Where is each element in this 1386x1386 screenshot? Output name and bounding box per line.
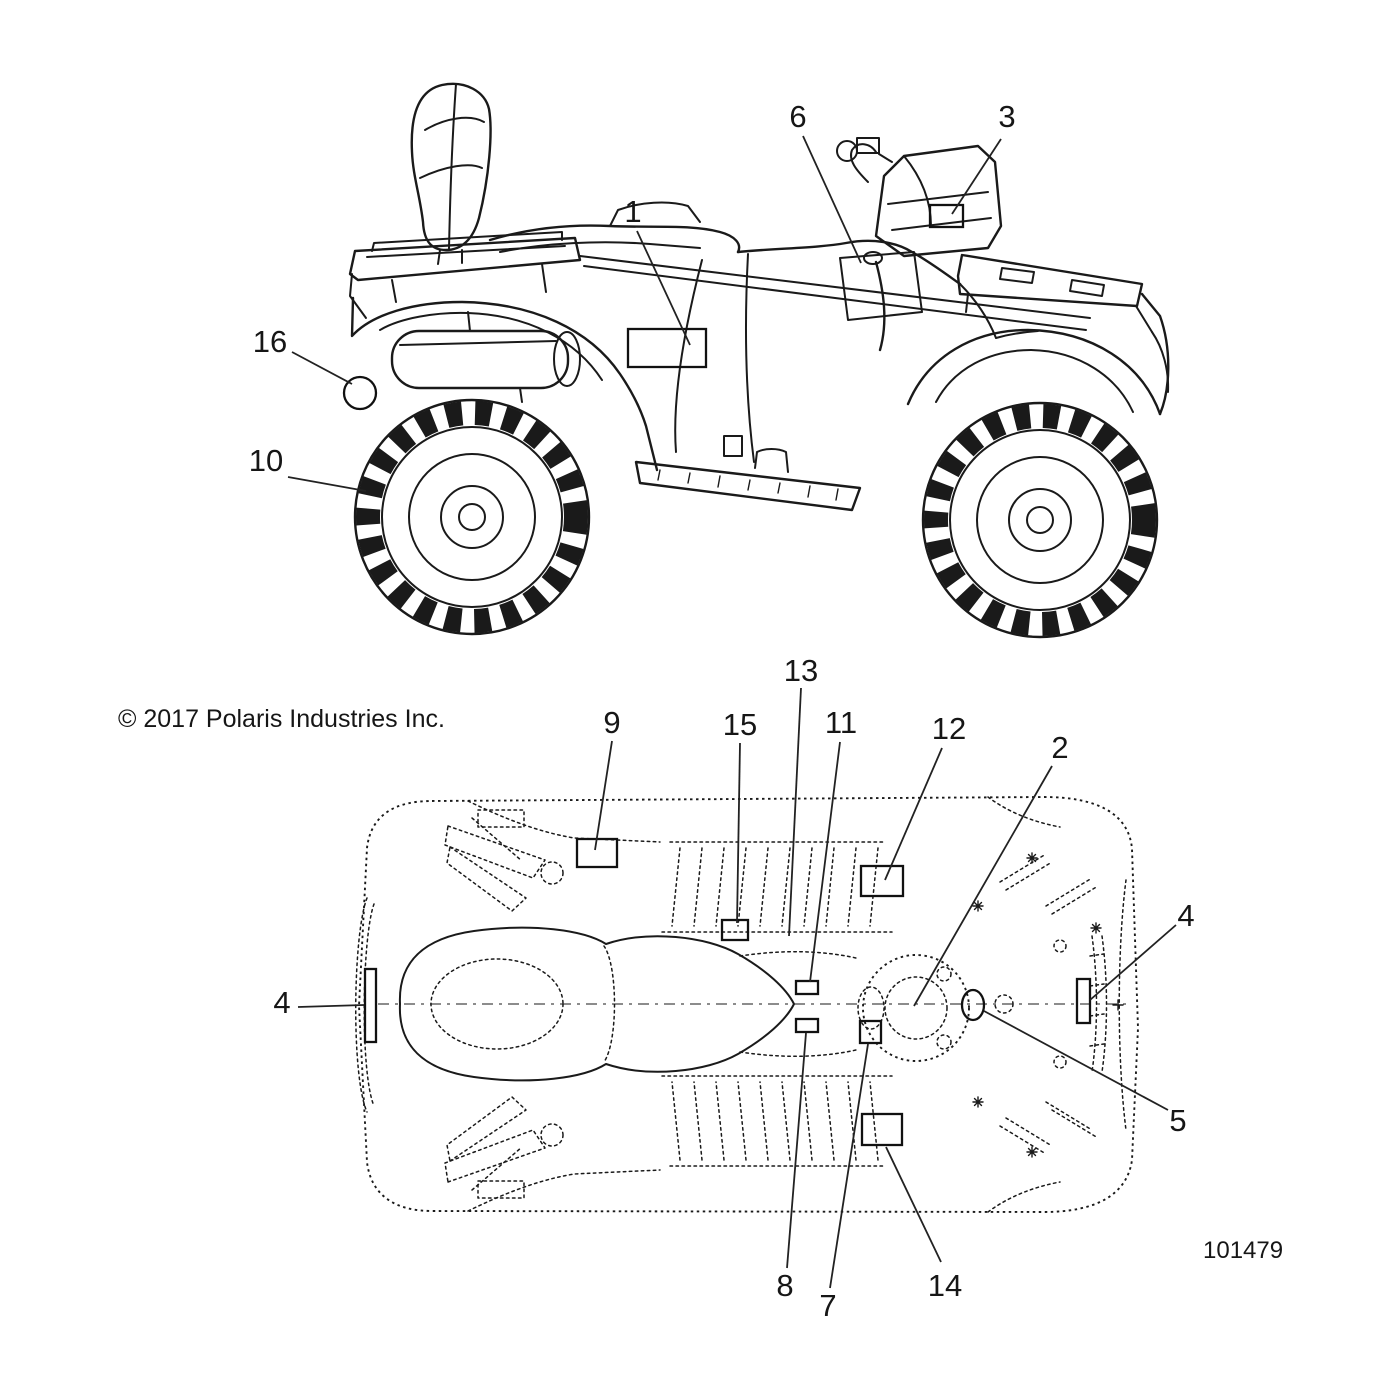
decal-target-3: [928, 203, 965, 229]
leader-line-12: [884, 747, 943, 881]
callout-12: 12: [884, 711, 966, 881]
leader-line-15: [736, 742, 741, 924]
callout-4-right-label: 4: [1177, 898, 1194, 933]
callout-8-label: 8: [776, 1268, 793, 1303]
figure-number: 101479: [1203, 1237, 1283, 1264]
decal-target-15: [720, 918, 750, 942]
footrest-fins-top: [661, 841, 893, 933]
rear-deck-detail: [972, 852, 1124, 1158]
front-fender: [906, 292, 1170, 416]
callout-10: 10: [249, 443, 367, 492]
callout-10-label: 10: [249, 443, 283, 478]
leader-line-9: [594, 740, 613, 851]
rear-wheel: [353, 398, 591, 636]
engine-cluster: [857, 954, 970, 1062]
leader-line-4-left: [297, 1004, 365, 1008]
callout-9: 9: [594, 705, 621, 851]
callout-5-label: 5: [1169, 1103, 1186, 1138]
callout-3: 3: [951, 99, 1016, 215]
callout-6-label: 6: [789, 99, 806, 134]
decal-target-7: [858, 1019, 883, 1045]
callout-14-label: 14: [928, 1268, 962, 1303]
hull-outline: [355, 796, 1139, 1213]
leader-line-13: [788, 687, 802, 937]
callout-16-label: 16: [253, 324, 287, 359]
decal-target-5: [960, 988, 986, 1022]
leader-line-4-right: [1089, 924, 1177, 1001]
decal-target-8: [794, 1017, 820, 1034]
callout-15: 15: [723, 707, 757, 924]
headlight-pod: [836, 137, 1003, 258]
callout-11-label: 11: [825, 705, 857, 740]
front-suspension-arms: [444, 809, 564, 912]
callout-4-left-label: 4: [273, 985, 290, 1020]
callout-13: 13: [784, 653, 818, 937]
side-view-callouts: 1 3 6 10 16: [249, 99, 1016, 492]
atv-bottom-view: [355, 796, 1139, 1213]
leader-line-7: [829, 1043, 869, 1289]
callout-15-label: 15: [723, 707, 757, 742]
passenger-backrest: [410, 82, 492, 265]
bottom-view-callouts: 2 4 4 5 7 8 9 11: [273, 653, 1194, 1323]
rear-rack: [348, 231, 582, 319]
callout-4-right: 4: [1089, 898, 1195, 1001]
leader-line-1: [636, 230, 691, 346]
decal-target-4-left: [363, 967, 378, 1044]
leader-line-14: [885, 1146, 942, 1263]
callout-12-label: 12: [932, 711, 966, 746]
chassis-silhouette: [398, 926, 857, 1082]
decal-target-12: [859, 864, 905, 898]
leader-line-3: [951, 138, 1002, 215]
decal-target-11: [794, 979, 820, 996]
leader-line-10: [287, 476, 367, 492]
callout-4-left: 4: [273, 985, 365, 1020]
mid-body: [634, 253, 862, 512]
callout-5: 5: [983, 1010, 1187, 1138]
leader-line-2: [913, 765, 1053, 1007]
decal-target-14: [860, 1112, 904, 1147]
callout-8: 8: [776, 1032, 807, 1303]
callout-16: 16: [253, 324, 353, 385]
callout-3-label: 3: [998, 99, 1015, 134]
footrest-fins-bottom: [661, 1075, 893, 1167]
callout-1: 1: [624, 194, 691, 346]
callout-7: 7: [819, 1043, 869, 1323]
decal-target-16: [342, 375, 378, 411]
leader-line-16: [291, 351, 353, 385]
tank-shroud: [736, 239, 997, 352]
atv-side-view: [342, 82, 1170, 639]
leader-line-6: [802, 135, 862, 264]
rear-suspension-arms: [444, 1096, 564, 1199]
callout-9-label: 9: [603, 705, 620, 740]
leader-line-8: [786, 1032, 807, 1269]
callout-1-label: 1: [624, 194, 641, 229]
rear-fender: [350, 296, 659, 472]
front-wheel: [921, 401, 1159, 639]
decal-target-1: [626, 327, 708, 369]
decal-target-9: [575, 837, 619, 869]
callout-11: 11: [809, 705, 857, 983]
leader-line-5: [983, 1010, 1169, 1111]
front-rack: [956, 253, 1153, 333]
decal-target-4-right: [1075, 977, 1092, 1025]
callout-14: 14: [885, 1146, 962, 1303]
copyright-text: © 2017 Polaris Industries Inc.: [118, 705, 445, 733]
callout-13-label: 13: [784, 653, 818, 688]
callout-2: 2: [913, 730, 1069, 1007]
muffler: [390, 311, 581, 403]
callout-6: 6: [789, 99, 862, 264]
callout-7-label: 7: [819, 1288, 836, 1323]
callout-2-label: 2: [1051, 730, 1068, 765]
leader-line-11: [809, 741, 841, 983]
